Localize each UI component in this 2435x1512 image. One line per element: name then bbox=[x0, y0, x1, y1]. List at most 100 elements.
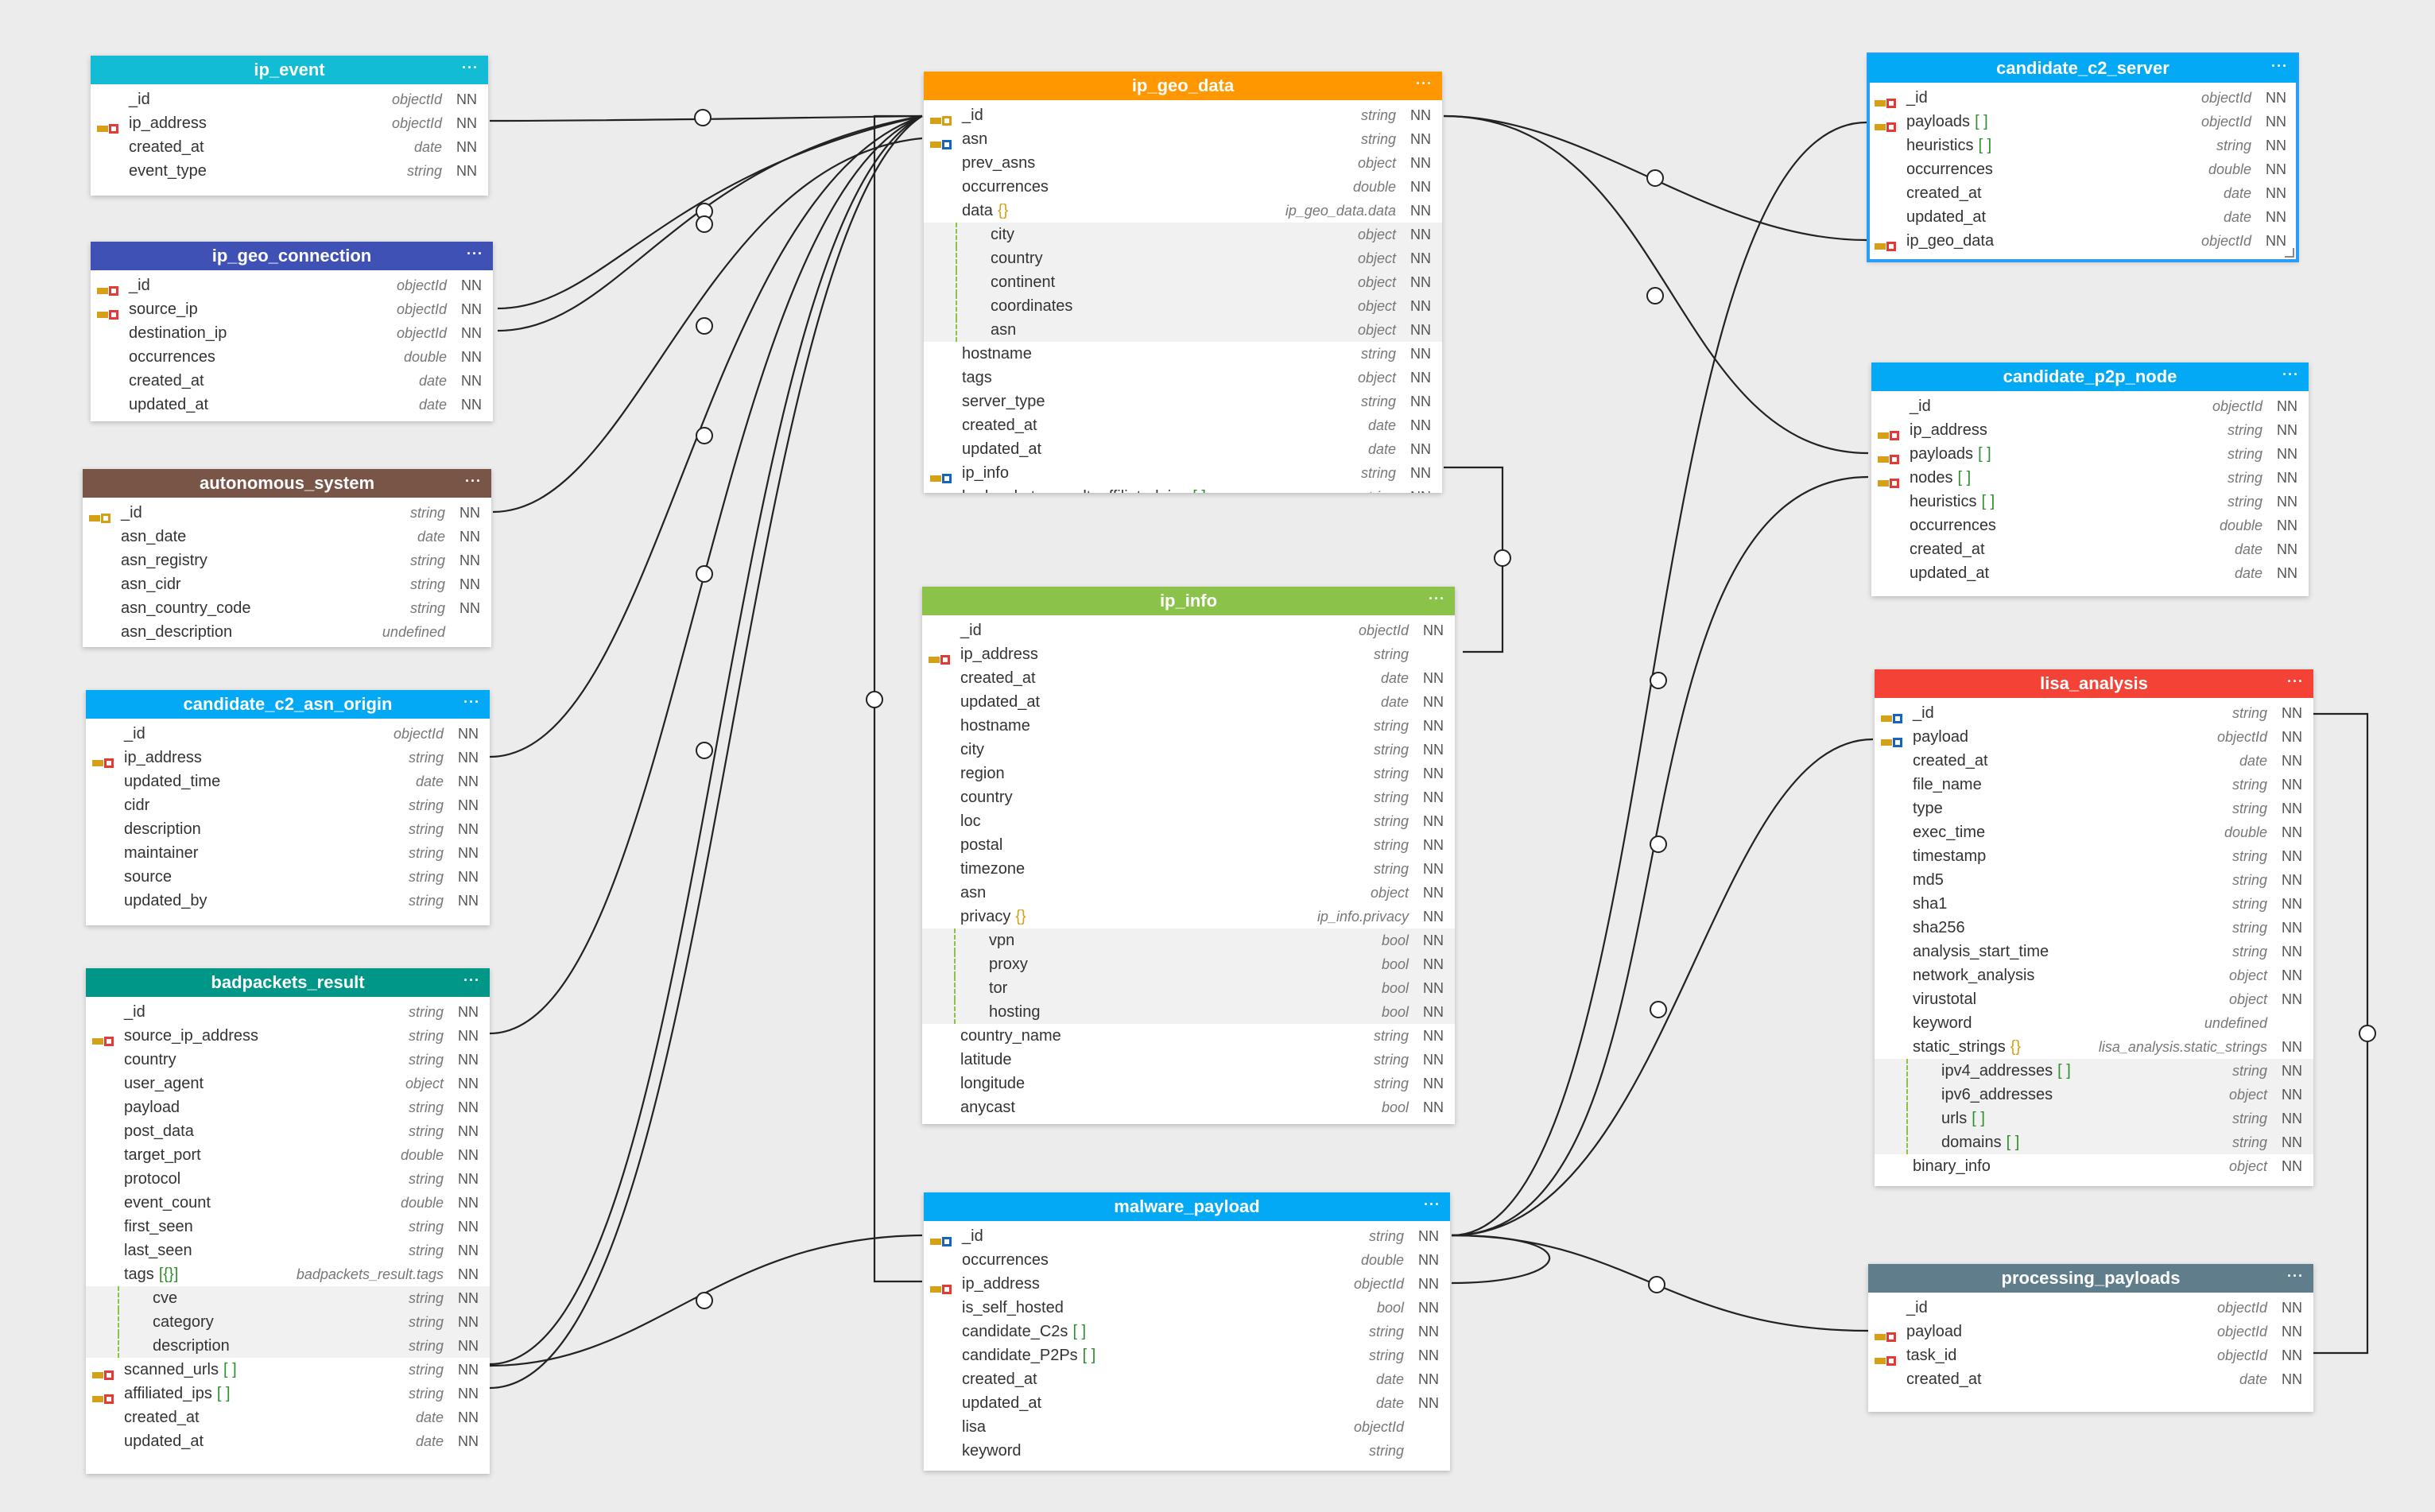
table-menu-icon[interactable]: ··· bbox=[1429, 591, 1445, 607]
table-header[interactable]: candidate_c2_asn_origin··· bbox=[86, 690, 490, 719]
table-header[interactable]: ip_event··· bbox=[91, 56, 488, 84]
table-menu-icon[interactable]: ··· bbox=[1416, 76, 1433, 91]
table-menu-icon[interactable]: ··· bbox=[467, 246, 483, 262]
table-header[interactable]: lisa_analysis··· bbox=[1875, 669, 2313, 698]
table-menu-icon[interactable]: ··· bbox=[463, 694, 480, 710]
table-menu-icon[interactable]: ··· bbox=[2287, 673, 2304, 689]
resize-handle-icon[interactable] bbox=[2285, 248, 2294, 258]
table-menu-icon[interactable]: ··· bbox=[1424, 1196, 1440, 1212]
field-row[interactable]: badpackets_result_affiliated_ips[ ]strin… bbox=[924, 485, 1442, 493]
field-row[interactable]: static_strings{}lisa_analysis.static_str… bbox=[1875, 1035, 2313, 1059]
table-header[interactable]: malware_payload··· bbox=[924, 1192, 1450, 1221]
table-header[interactable]: ip_geo_connection··· bbox=[91, 242, 493, 270]
table-header[interactable]: candidate_p2p_node··· bbox=[1871, 362, 2309, 391]
table-menu-icon[interactable]: ··· bbox=[465, 473, 482, 489]
table-header[interactable]: processing_payloads··· bbox=[1868, 1264, 2313, 1293]
